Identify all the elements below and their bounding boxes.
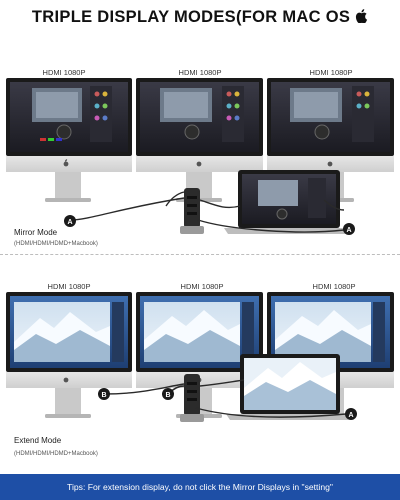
docking-hub	[180, 188, 204, 234]
extend-mode-panel: HDMI 1080P HDMI 1080P HDMI 1080P	[0, 258, 400, 468]
cables-2	[103, 379, 347, 418]
monitor-4	[6, 292, 132, 418]
monitor-label-5: HDMI 1080P	[180, 282, 224, 291]
extend-mode-illustration: B B A	[6, 292, 394, 422]
cable-badge-b-1: B	[98, 388, 110, 400]
docking-hub-2	[180, 374, 204, 422]
mirror-mode-subtitle: (HDMI/HDMI/HDMD+Macbook)	[14, 241, 98, 247]
mirror-mode-illustration: A A	[6, 78, 394, 235]
monitor-label-2: HDMI 1080P	[178, 68, 222, 77]
tips-banner: Tips: For extension display, do not clic…	[0, 474, 400, 500]
section-divider	[0, 254, 400, 255]
extend-mode-subtitle: (HDMI/HDMI/HDMD+Macbook)	[14, 451, 98, 457]
cable-badge-b-2: B	[162, 388, 174, 400]
extend-mode-title: Extend Mode	[14, 436, 62, 445]
svg-text:B: B	[101, 392, 106, 399]
svg-text:B: B	[165, 392, 170, 399]
monitor-5	[136, 292, 263, 418]
page-title: TRIPLE DISPLAY MODES(FOR MAC OS	[0, 8, 400, 27]
monitor-label-1: HDMI 1080P	[42, 68, 86, 77]
monitor-label-3: HDMI 1080P	[309, 68, 353, 77]
macbook-laptop	[224, 170, 352, 234]
cable-badge-a-3: A	[345, 408, 357, 420]
cable-badge-a-1: A	[64, 215, 76, 227]
apple-logo-icon	[355, 9, 368, 23]
monitor-label-6: HDMI 1080P	[312, 282, 356, 291]
svg-text:A: A	[346, 227, 351, 234]
monitor-label-4: HDMI 1080P	[47, 282, 91, 291]
macbook-laptop-2	[226, 354, 352, 420]
monitor-3	[267, 78, 394, 202]
mirror-mode-panel: HDMI 1080P HDMI 1080P HDMI 1080P	[0, 30, 400, 252]
monitor-2	[136, 78, 263, 202]
svg-text:A: A	[67, 219, 72, 226]
cables	[69, 191, 345, 233]
mirror-mode-title: Mirror Mode	[14, 228, 58, 237]
cable-badge-a-2: A	[343, 223, 355, 235]
monitor-1	[6, 78, 132, 202]
svg-text:A: A	[348, 412, 353, 419]
